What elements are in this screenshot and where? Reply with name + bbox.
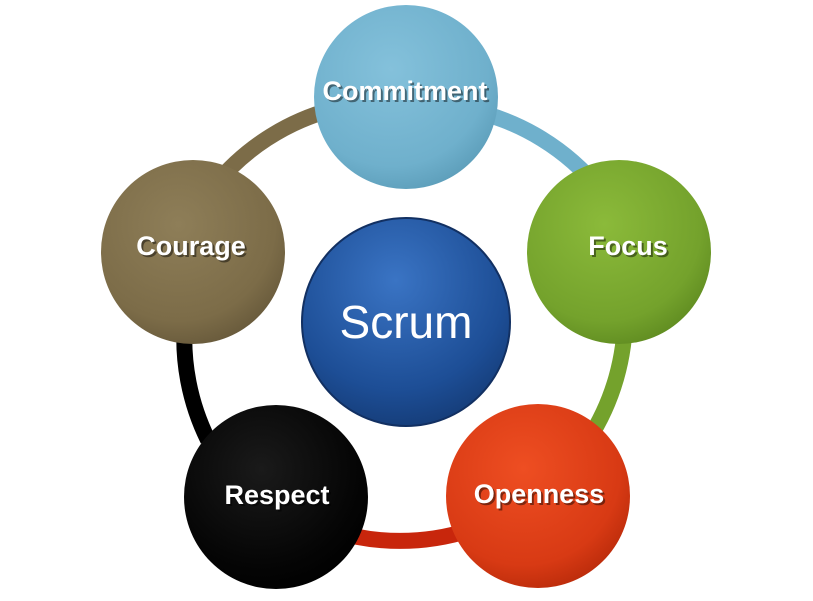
node-openness: Openness Openness — [446, 404, 630, 588]
label-openness: Openness — [474, 479, 605, 509]
center-node-scrum: Scrum — [301, 217, 511, 427]
label-focus-shadow: Focus — [590, 233, 670, 263]
label-focus: Focus — [588, 231, 668, 261]
label-courage: Courage — [136, 231, 246, 261]
node-commitment: Commitment Commitment — [314, 5, 498, 189]
label-openness-shadow: Openness — [476, 481, 607, 511]
label-commitment-shadow: Commitment — [324, 78, 489, 108]
node-focus: Focus Focus — [527, 160, 711, 344]
label-respect-shadow: Respect — [226, 482, 331, 512]
label-commitment: Commitment — [322, 76, 487, 106]
label-courage-shadow: Courage — [138, 233, 248, 263]
node-respect: Respect Respect — [184, 405, 368, 589]
node-courage: Courage Courage — [101, 160, 285, 344]
center-label: Scrum — [340, 296, 473, 348]
label-respect: Respect — [224, 480, 329, 510]
